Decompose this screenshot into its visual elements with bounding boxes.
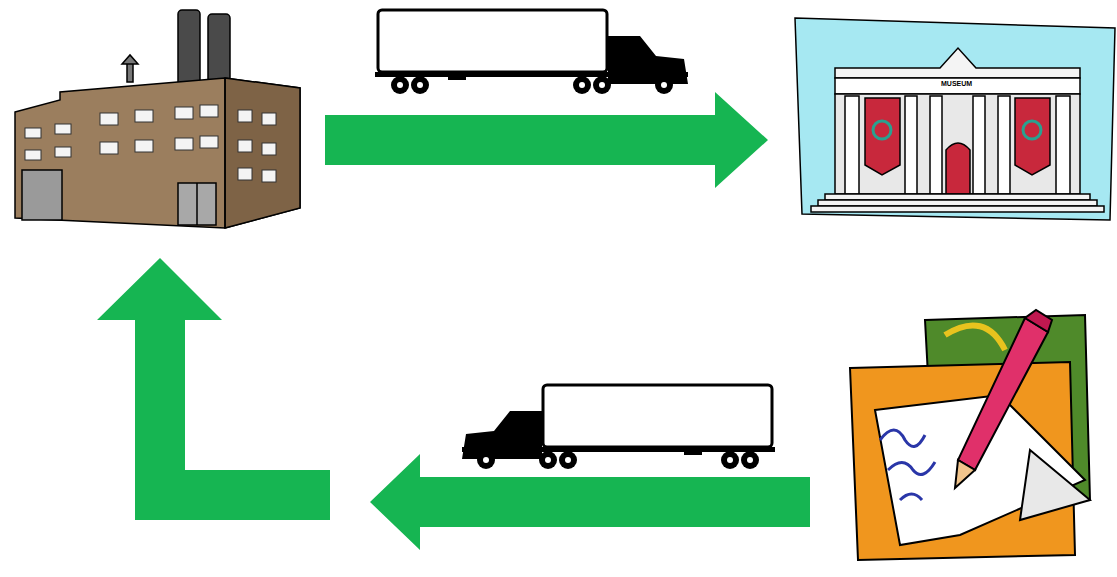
flow-arrow-shape [370, 454, 810, 550]
factory-illustration [15, 10, 300, 228]
flow-arrow [97, 258, 810, 550]
document-illustration [850, 310, 1090, 560]
museum-illustration [795, 18, 1115, 220]
flow-arrow [325, 92, 768, 188]
museum-node: MUSEUM [795, 15, 1117, 225]
flow-arrow-shape [325, 92, 768, 188]
flow-arrow-shape [97, 258, 330, 520]
building-sign: MUSEUM [940, 80, 973, 87]
truck-illustration [375, 10, 688, 94]
factory-node [15, 5, 300, 230]
document-node [845, 310, 1095, 575]
truck-illustration [462, 385, 775, 469]
